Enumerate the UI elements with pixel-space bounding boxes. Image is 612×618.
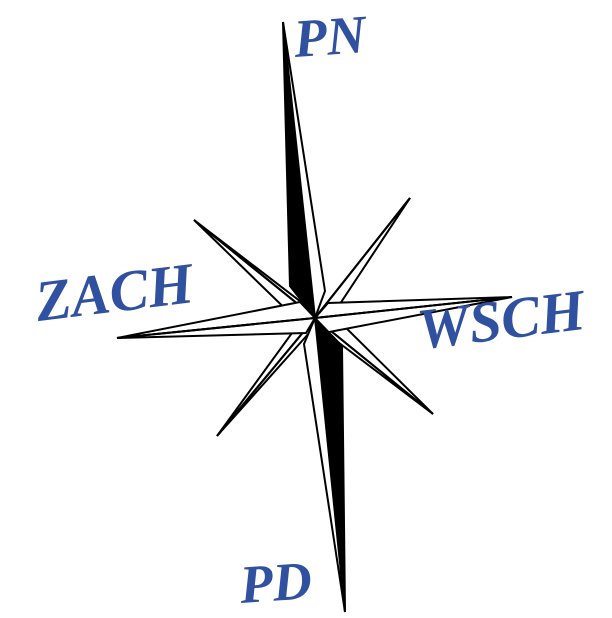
south-label: PD: [238, 549, 314, 616]
north-label: PN: [292, 3, 368, 70]
